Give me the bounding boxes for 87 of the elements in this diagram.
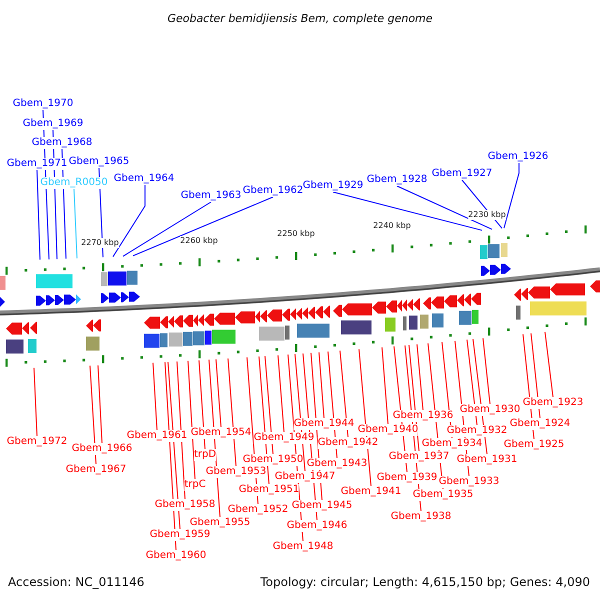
gene-label: Gbem_1930 bbox=[460, 404, 520, 416]
gene-label: Gbem_1937 bbox=[388, 451, 450, 463]
gene-label: Gbem_1948 bbox=[272, 541, 334, 553]
leader-line bbox=[176, 361, 186, 500]
gene-label: Gbem_1952 bbox=[228, 504, 288, 516]
gene-label: Gbem_1963 bbox=[180, 190, 242, 202]
gene-label: Gbem_1927 bbox=[432, 168, 492, 180]
leader-line bbox=[198, 360, 206, 450]
leader-line bbox=[36, 170, 40, 260]
gene-label: Gbem_1950 bbox=[242, 454, 304, 466]
leader-line bbox=[168, 362, 180, 530]
gene-label: Gbem_1941 bbox=[340, 486, 402, 498]
scale-label: 2230 kbp bbox=[468, 210, 506, 220]
gene-label: Gbem_1958 bbox=[154, 499, 216, 511]
gene-label: Gbem_1934 bbox=[422, 438, 482, 450]
gene-label: Gbem_1928 bbox=[366, 174, 428, 186]
leader-line bbox=[264, 356, 274, 454]
gene-label: Gbem_1933 bbox=[438, 476, 500, 488]
gene-label: Gbem_1932 bbox=[446, 425, 508, 437]
leader-line bbox=[122, 202, 212, 257]
leader-line bbox=[74, 188, 78, 259]
gene-label: Gbem_1962 bbox=[242, 185, 304, 197]
gene-label: Gbem_1955 bbox=[190, 517, 250, 529]
genome-info-note: Topology: circular; Length: 4,615,150 bp; Genes: 4,090 bbox=[260, 575, 590, 589]
gene-label: Gbem_1953 bbox=[206, 466, 266, 478]
gene-label: Gbem_1931 bbox=[456, 454, 518, 466]
leader-line bbox=[332, 192, 482, 231]
gene-label: Gbem_1942 bbox=[318, 437, 378, 449]
gene-label: Gbem_1926 bbox=[488, 151, 548, 163]
leader-line bbox=[278, 354, 284, 432]
leader-line bbox=[340, 350, 348, 438]
gene-label: Gbem_1964 bbox=[114, 173, 174, 185]
gene-label: Gbem_1923 bbox=[522, 397, 584, 409]
leader-line bbox=[132, 196, 274, 256]
gene-label: Gbem_1944 bbox=[294, 418, 354, 430]
leader-line bbox=[112, 184, 146, 258]
gene-label: Gbem_1972 bbox=[6, 436, 68, 448]
gene-label: Gbem_1960 bbox=[146, 550, 206, 562]
gene-label: Gbem_1943 bbox=[306, 458, 368, 470]
gene-label: Gbem_1938 bbox=[390, 511, 452, 523]
gene-label: Gbem_1945 bbox=[292, 500, 352, 512]
leader-line bbox=[98, 364, 102, 444]
gene-label: Gbem_1929 bbox=[302, 180, 364, 192]
gene-label: Gbem_1965 bbox=[68, 156, 130, 168]
gene-label: Gbem_1969 bbox=[22, 118, 84, 130]
leader-line bbox=[90, 365, 96, 464]
gene-label: Gbem_1935 bbox=[412, 489, 474, 501]
map-title: Geobacter bemidjiensis Bem, complete genome bbox=[167, 12, 433, 25]
gene-label: Gbem_1939 bbox=[376, 472, 438, 484]
gene-label: Gbem_1924 bbox=[510, 418, 570, 430]
leader-line bbox=[544, 331, 554, 398]
gene-label: trpC bbox=[184, 479, 206, 491]
gene-label: Gbem_R0050 bbox=[40, 177, 108, 189]
gene-label: Gbem_1925 bbox=[504, 439, 564, 451]
gene-label: Gbem_1946 bbox=[286, 520, 348, 532]
gene-label: Gbem_1970 bbox=[12, 98, 74, 110]
leader-line bbox=[504, 162, 520, 229]
gene-label: Gbem_1936 bbox=[392, 410, 454, 422]
leader-line bbox=[466, 339, 478, 426]
leader-line bbox=[228, 358, 236, 466]
leader-line bbox=[530, 332, 540, 418]
leader-line bbox=[318, 352, 324, 418]
leader-line bbox=[482, 338, 490, 404]
leader-line bbox=[188, 360, 196, 480]
gene-label: Gbem_1949 bbox=[254, 432, 314, 444]
gene-label: Gbem_1971 bbox=[6, 158, 68, 170]
gene-label: Gbem_1961 bbox=[126, 430, 188, 442]
gene-label: trpD bbox=[194, 449, 216, 461]
gene-label: Gbem_1951 bbox=[238, 484, 300, 496]
leader-line bbox=[396, 186, 492, 230]
scale-label: 2260 kbp bbox=[180, 236, 218, 246]
gene-label: Gbem_1967 bbox=[66, 464, 126, 476]
gene-label: Gbem_1947 bbox=[274, 471, 336, 483]
gene-label: Gbem_1954 bbox=[190, 427, 252, 439]
gene-label: Gbem_1968 bbox=[32, 137, 92, 149]
gene-label: Gbem_1959 bbox=[150, 529, 210, 541]
leader-line bbox=[152, 362, 158, 430]
leader-line bbox=[34, 367, 38, 436]
scale-label: 2240 kbp bbox=[373, 221, 411, 231]
gene-label: Gbem_1966 bbox=[72, 443, 132, 455]
leader-line bbox=[382, 346, 388, 424]
accession-note: Accession: NC_011146 bbox=[8, 575, 144, 589]
leader-line bbox=[216, 358, 222, 428]
gene-label: Gbem_1940 bbox=[358, 424, 418, 436]
scale-label: 2250 kbp bbox=[277, 229, 315, 239]
scale-label: 2270 kbp bbox=[81, 238, 119, 248]
leader-line bbox=[416, 344, 424, 410]
